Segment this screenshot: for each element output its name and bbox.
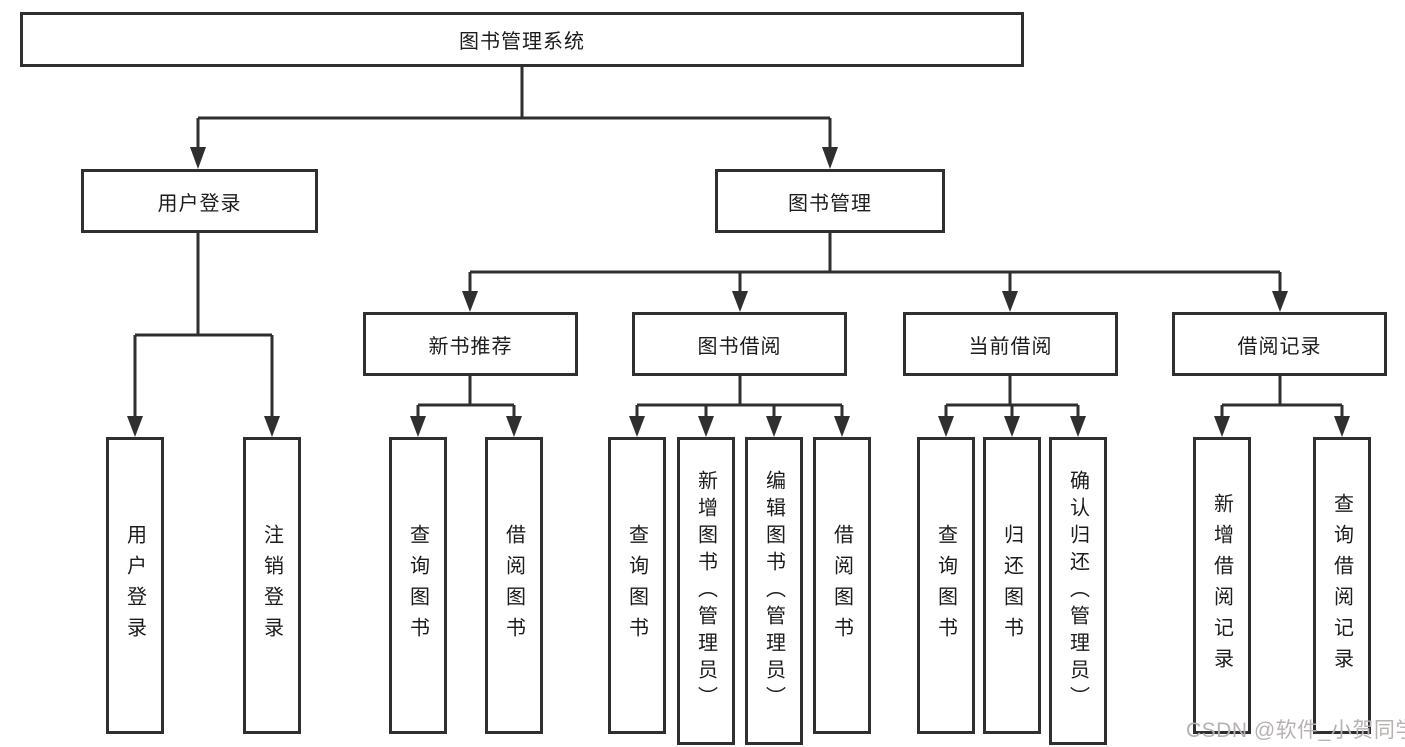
node-leaf-cb-confirm-return: 确认归还（管理员） (1049, 437, 1107, 745)
node-leaf-user-login: 用户登录 (106, 437, 164, 734)
node-leaf-logout: 注销登录 (243, 437, 301, 734)
node-leaf-bb-borrow-book: 借阅图书 (813, 437, 871, 734)
node-leaf-bb-add-book: 新增图书（管理员） (677, 437, 735, 745)
node-root: 图书管理系统 (20, 12, 1024, 67)
node-book-borrow: 图书借阅 (632, 312, 847, 376)
node-leaf-br-add-record: 新增借阅记录 (1193, 437, 1251, 734)
node-user-login: 用户登录 (81, 169, 318, 233)
node-leaf-br-query-record: 查询借阅记录 (1313, 437, 1371, 734)
node-leaf-cb-return-book: 归还图书 (983, 437, 1041, 734)
csdn-watermark: CSDN @软件_小贺同学 (1186, 719, 1405, 742)
node-leaf-nbr-query-book: 查询图书 (389, 437, 447, 734)
node-leaf-nbr-borrow-book: 借阅图书 (485, 437, 543, 734)
node-leaf-bb-query-book: 查询图书 (608, 437, 666, 734)
node-leaf-cb-query-book: 查询图书 (917, 437, 975, 734)
node-current-borrow: 当前借阅 (903, 312, 1118, 376)
node-new-book-rec: 新书推荐 (363, 312, 578, 376)
arrowhead-icons (127, 147, 1350, 437)
node-borrow-record: 借阅记录 (1172, 312, 1387, 376)
node-book-mgmt: 图书管理 (715, 169, 945, 233)
node-leaf-bb-edit-book: 编辑图书（管理员） (745, 437, 803, 745)
